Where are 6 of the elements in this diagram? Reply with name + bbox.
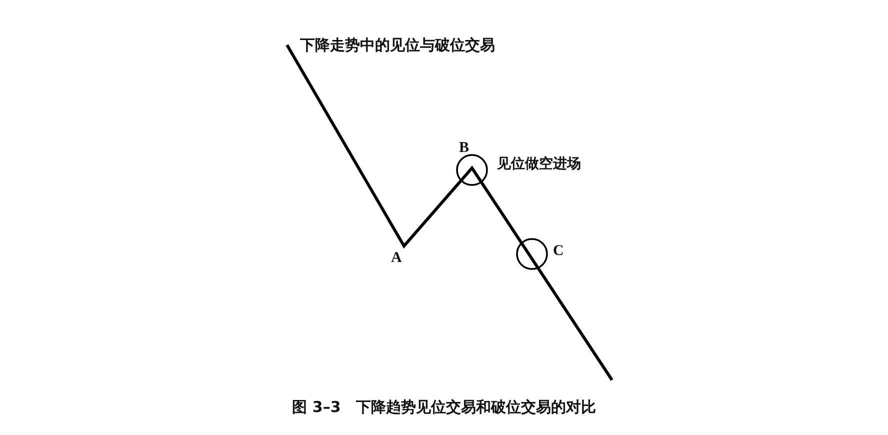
point-label: C [553, 243, 564, 260]
point-label: A [391, 250, 402, 267]
diagram-heading: 下降走势中的见位与破位交易 [300, 36, 495, 55]
point-label: B [459, 140, 470, 157]
annotation-text: 见位做空进场 [497, 155, 581, 173]
figure-caption: 图 3–3 下降趋势见位交易和破位交易的对比 [291, 398, 597, 417]
